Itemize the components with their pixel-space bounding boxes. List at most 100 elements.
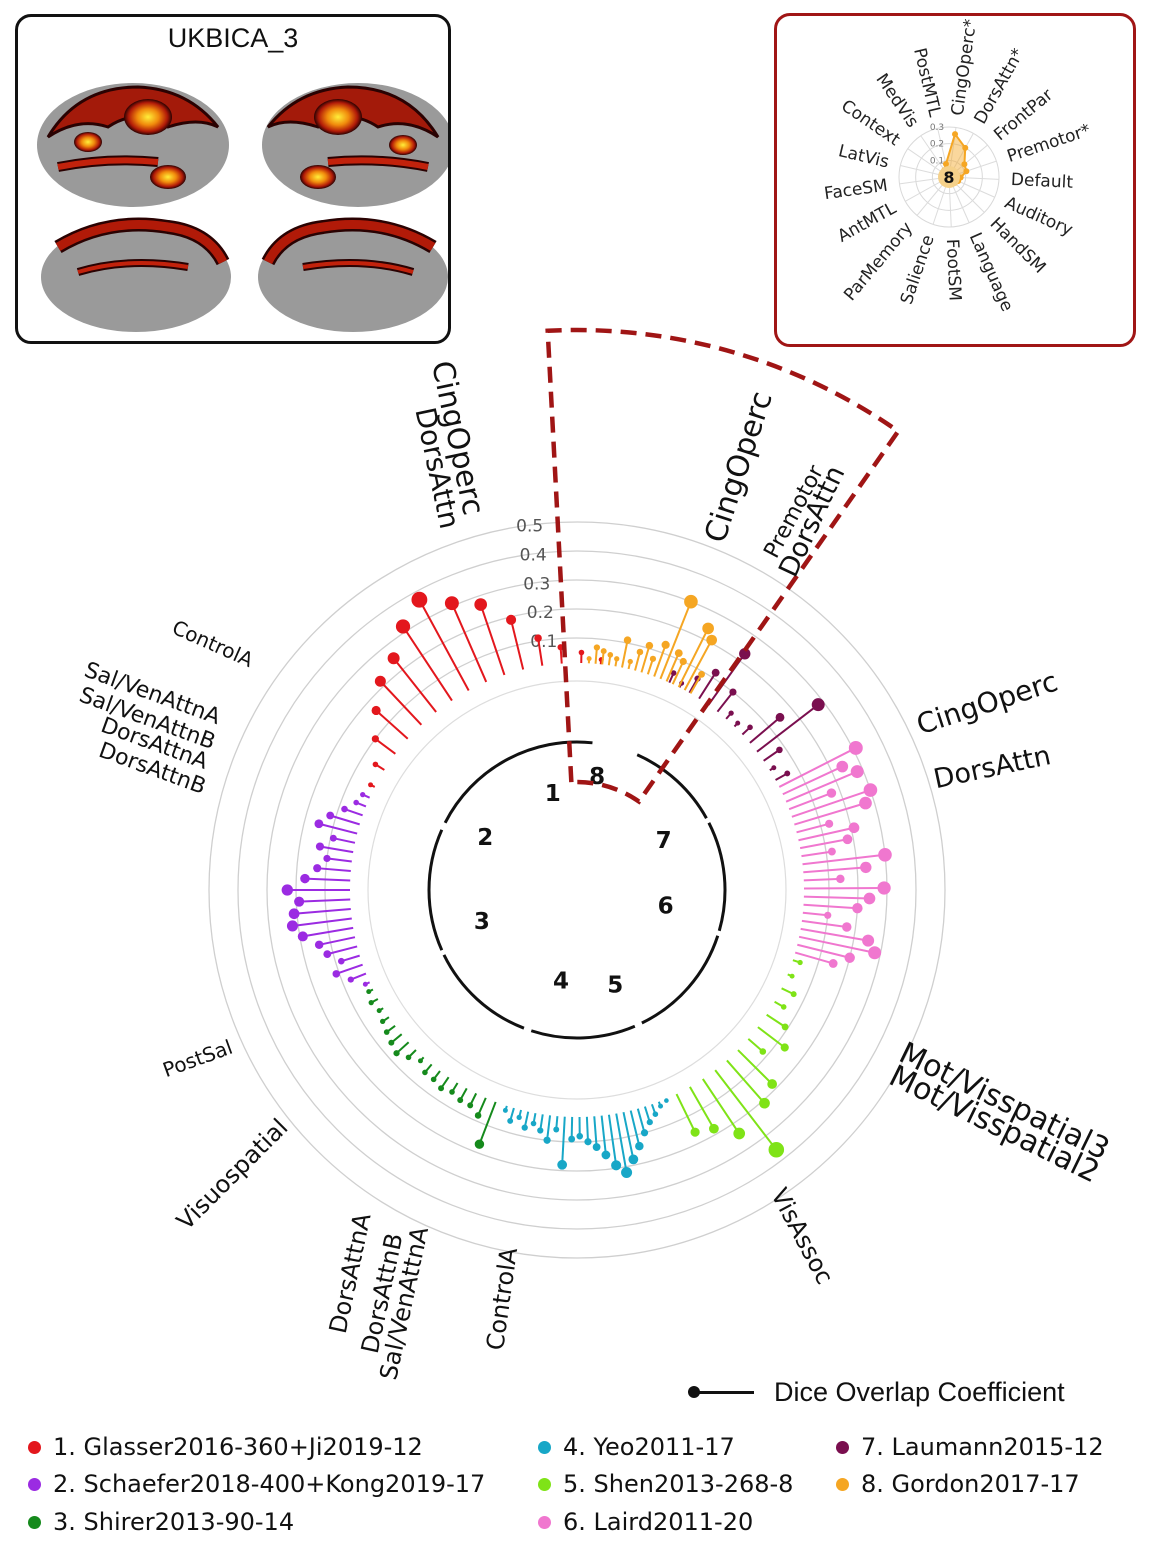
series-group xyxy=(281,791,371,987)
lollipop-series xyxy=(281,591,892,1179)
network-annotation-label: CingOperc xyxy=(698,387,780,547)
lollipop-dot xyxy=(759,1048,767,1055)
lollipop-dot xyxy=(652,1111,659,1117)
lollipop-stem xyxy=(593,1116,598,1148)
lollipop-dot xyxy=(811,698,825,712)
r-tick-label: 0.3 xyxy=(523,574,550,594)
lollipop-dot xyxy=(281,884,293,896)
lollipop-stem xyxy=(702,1078,741,1135)
lollipop-dot xyxy=(353,799,359,806)
lollipop-stem xyxy=(374,738,396,755)
sector-number-label: 7 xyxy=(656,828,672,854)
lollipop-dot xyxy=(645,641,654,650)
lollipop-dot xyxy=(371,705,381,716)
lollipop-dot xyxy=(735,720,741,726)
grid-ring xyxy=(237,550,917,1230)
lollipop-dot xyxy=(288,908,300,920)
lollipop-dot xyxy=(679,657,687,666)
lollipop-dot xyxy=(649,655,657,662)
lollipop-stem xyxy=(689,1086,715,1130)
sector-arc xyxy=(530,1024,636,1040)
radar-point xyxy=(962,144,969,151)
lollipop-dot xyxy=(614,656,620,662)
lollipop-dot xyxy=(537,1127,544,1134)
legend-label: 7. Laumann2015-12 xyxy=(861,1433,1104,1461)
lollipop-stem xyxy=(585,1116,589,1142)
lollipop-stem xyxy=(561,1116,566,1165)
lollipop-dot xyxy=(341,805,348,813)
lollipop-dot xyxy=(474,1139,485,1149)
lollipop-dot xyxy=(576,1132,584,1140)
sector-arc xyxy=(442,954,525,1030)
sector-number-label: 1 xyxy=(545,781,561,807)
lollipop-dot xyxy=(568,1135,576,1143)
lollipop-stem xyxy=(317,867,351,873)
legend-dot-icon xyxy=(836,1477,849,1491)
lollipop-dot xyxy=(698,670,705,678)
lollipop-dot xyxy=(543,1136,551,1144)
lollipop-dot xyxy=(607,652,614,658)
radar-axis-label: Default xyxy=(1010,170,1073,193)
lollipop-dot xyxy=(294,896,305,907)
lollipop-stem xyxy=(671,661,685,685)
series-group xyxy=(778,740,892,968)
lollipop-dot xyxy=(627,658,633,665)
lollipop-stem xyxy=(418,599,470,691)
lollipop-stem xyxy=(799,838,848,850)
lollipop-dot xyxy=(781,1023,789,1031)
lollipop-stem xyxy=(683,639,713,691)
lollipop-dot xyxy=(759,1097,770,1109)
lollipop-stem xyxy=(798,935,875,954)
lollipop-dot xyxy=(859,796,872,810)
grid-ring xyxy=(266,579,888,1201)
highlight-wedge xyxy=(545,327,902,805)
lollipop-dot xyxy=(658,1103,664,1109)
lollipop-dot xyxy=(842,922,852,932)
lollipop-stem xyxy=(450,602,488,683)
lollipop-dot xyxy=(790,991,797,998)
lollipop-dot xyxy=(768,1141,785,1158)
lollipop-dot xyxy=(380,1018,386,1025)
lollipop-dot xyxy=(728,710,734,716)
lollipop-dot xyxy=(789,973,795,979)
legend-label: 5. Shen2013-268-8 xyxy=(563,1470,794,1498)
lollipop-dot xyxy=(393,1050,400,1057)
lollipop-dot xyxy=(557,1159,568,1170)
lollipop-stem xyxy=(802,853,886,866)
brain-lateral-right xyxy=(262,83,448,207)
lollipop-stem xyxy=(797,943,850,959)
radar-tick-label: 0.3 xyxy=(930,123,944,133)
brain-surface-maps xyxy=(37,83,448,332)
lollipop-dot xyxy=(611,1160,622,1171)
lollipop-dot xyxy=(422,1069,428,1076)
dice-overlap-legend: Dice Overlap Coefficient xyxy=(688,1377,1065,1408)
lollipop-dot xyxy=(430,1076,437,1083)
lollipop-stem xyxy=(294,907,351,915)
lollipop-dot xyxy=(863,892,876,905)
radar-center xyxy=(938,166,960,188)
lollipop-stem xyxy=(757,1026,786,1049)
lollipop-dot xyxy=(314,940,324,950)
lollipop-dot xyxy=(780,1043,789,1052)
lollipop-stem xyxy=(478,1101,497,1145)
lollipop-dot xyxy=(828,847,836,856)
legend-item: 7. Laumann2015-12 xyxy=(836,1433,1104,1461)
radar-ring xyxy=(898,126,1000,228)
lollipop-dot xyxy=(747,724,753,731)
lollipop-dot xyxy=(635,1141,644,1151)
lollipop-dot xyxy=(825,819,834,828)
radar-center-label: 8 xyxy=(943,168,954,187)
lollipop-stem xyxy=(329,814,360,826)
lollipop-stem xyxy=(791,789,871,818)
lollipop-stem xyxy=(319,845,354,854)
lollipop-stem xyxy=(802,911,828,917)
radar-point xyxy=(963,168,970,175)
lollipop-dot xyxy=(374,675,386,687)
lollipop-dot xyxy=(457,1097,464,1104)
lollipop-dot xyxy=(368,782,374,788)
lollipop-dot xyxy=(860,861,872,874)
sector-number-label: 5 xyxy=(607,973,623,999)
lollipop-dot xyxy=(507,1117,514,1124)
legend-dot-icon xyxy=(836,1440,849,1454)
lollipop-dot xyxy=(593,644,601,651)
